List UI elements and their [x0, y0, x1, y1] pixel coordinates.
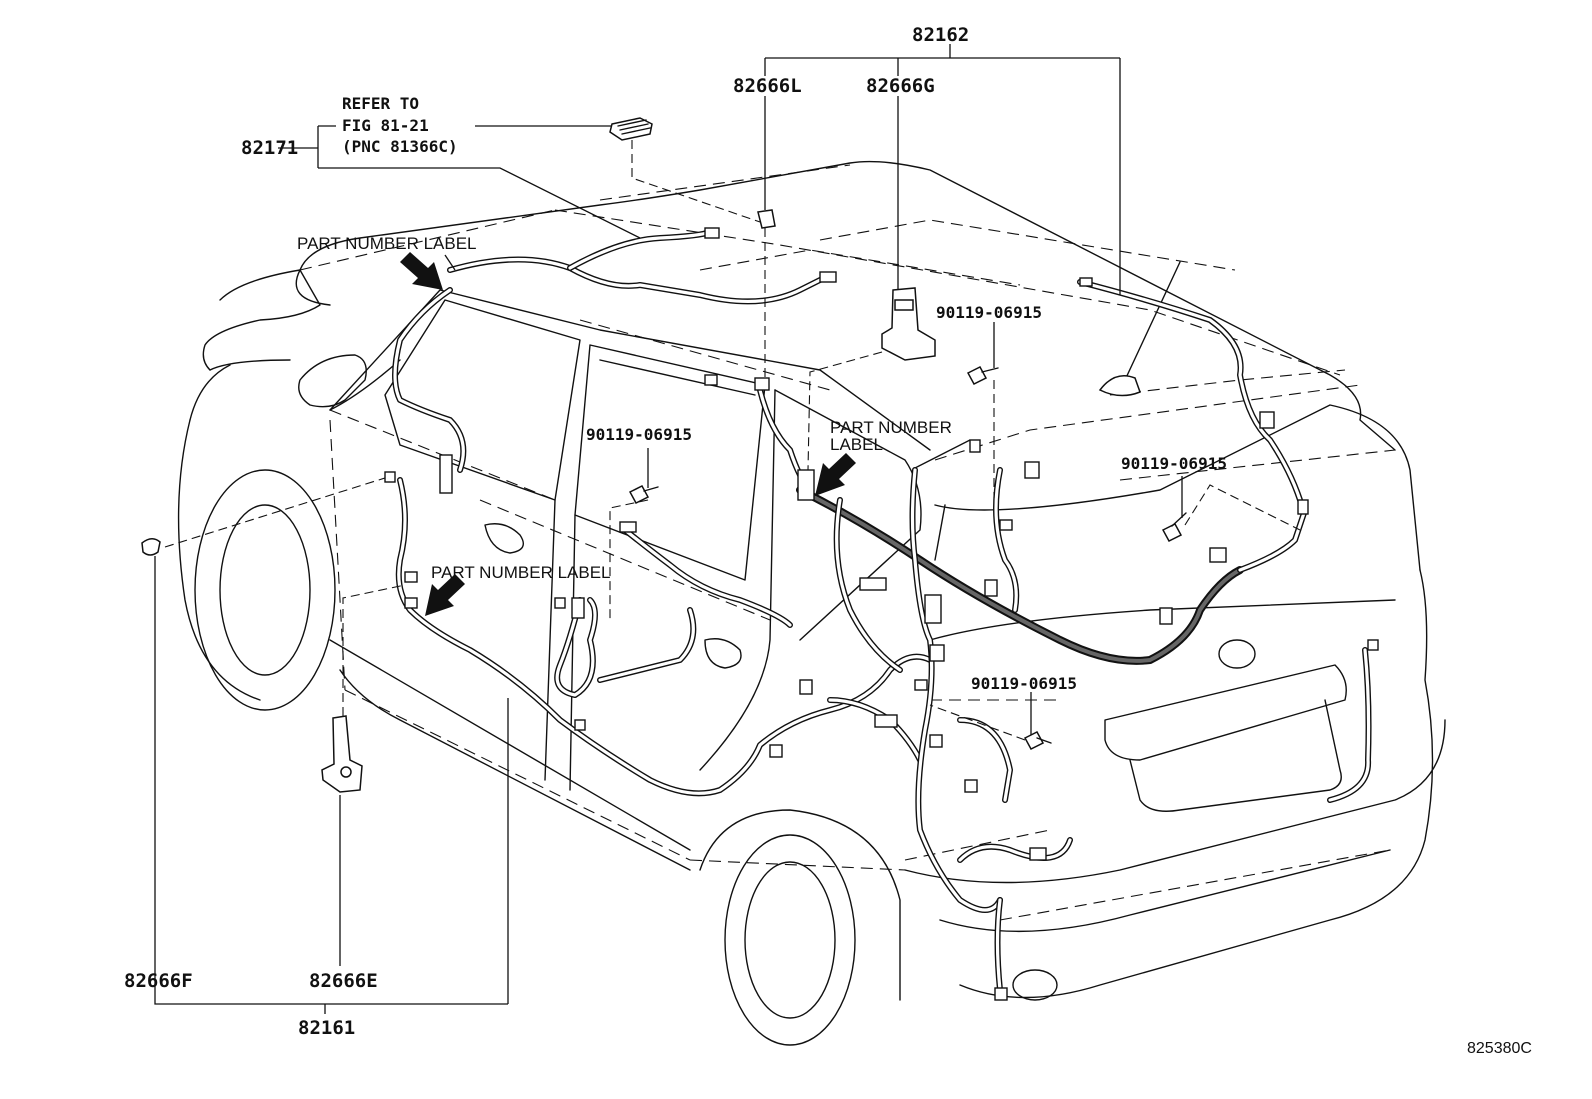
roof-harness — [392, 229, 1303, 503]
part-number-label-3: PART NUMBER LABEL — [431, 563, 611, 582]
part-number-label-2-line1: PART NUMBER — [830, 418, 952, 437]
refer-line-3: (PNC 81366C) — [342, 137, 458, 156]
floor-harness-dark — [796, 467, 1308, 665]
callout-90119-c: 90119-06915 — [1121, 454, 1227, 473]
callout-82666l: 82666L — [733, 75, 802, 97]
vehicle-body — [177, 160, 1446, 1046]
callout-90119-a: 90119-06915 — [936, 303, 1042, 322]
callout-labels: 82162 82666L 82666G 82171 REFER TO FIG 8… — [124, 24, 1227, 1039]
refer-line-1: REFER TO — [342, 94, 419, 113]
leader-lines — [154, 44, 1301, 1014]
part-number-label-texts: PART NUMBER LABEL PART NUMBER LABEL PART… — [297, 234, 952, 582]
part-number-arrows — [400, 252, 856, 616]
figure-code: 825380C — [1467, 1040, 1532, 1057]
callout-82162: 82162 — [912, 24, 969, 46]
arrow-icon — [815, 453, 856, 496]
callout-82666f: 82666F — [124, 970, 193, 992]
refer-line-2: FIG 81-21 — [342, 116, 429, 135]
arrow-icon — [425, 574, 465, 616]
part-number-label-2-line2: LABEL — [830, 435, 883, 454]
bolt-parts — [628, 366, 1187, 750]
arrow-icon — [400, 252, 443, 290]
part-82666e-bracket — [321, 715, 363, 793]
connectors — [384, 227, 1379, 1001]
callout-82161: 82161 — [298, 1017, 355, 1039]
part-number-label-1: PART NUMBER LABEL — [297, 234, 477, 253]
part-82666g-module — [881, 287, 936, 361]
side-floor-harness — [395, 477, 933, 797]
callout-90119-b: 90119-06915 — [586, 425, 692, 444]
part-82171-block — [609, 117, 653, 141]
rear-harness — [757, 387, 1372, 993]
callout-90119-d: 90119-06915 — [971, 674, 1077, 693]
part-82666f-clip — [141, 538, 161, 556]
callout-82666e: 82666E — [309, 970, 378, 992]
callout-82666g: 82666G — [866, 75, 935, 97]
part-82666l-clip — [757, 209, 776, 229]
callout-82171: 82171 — [241, 137, 298, 159]
